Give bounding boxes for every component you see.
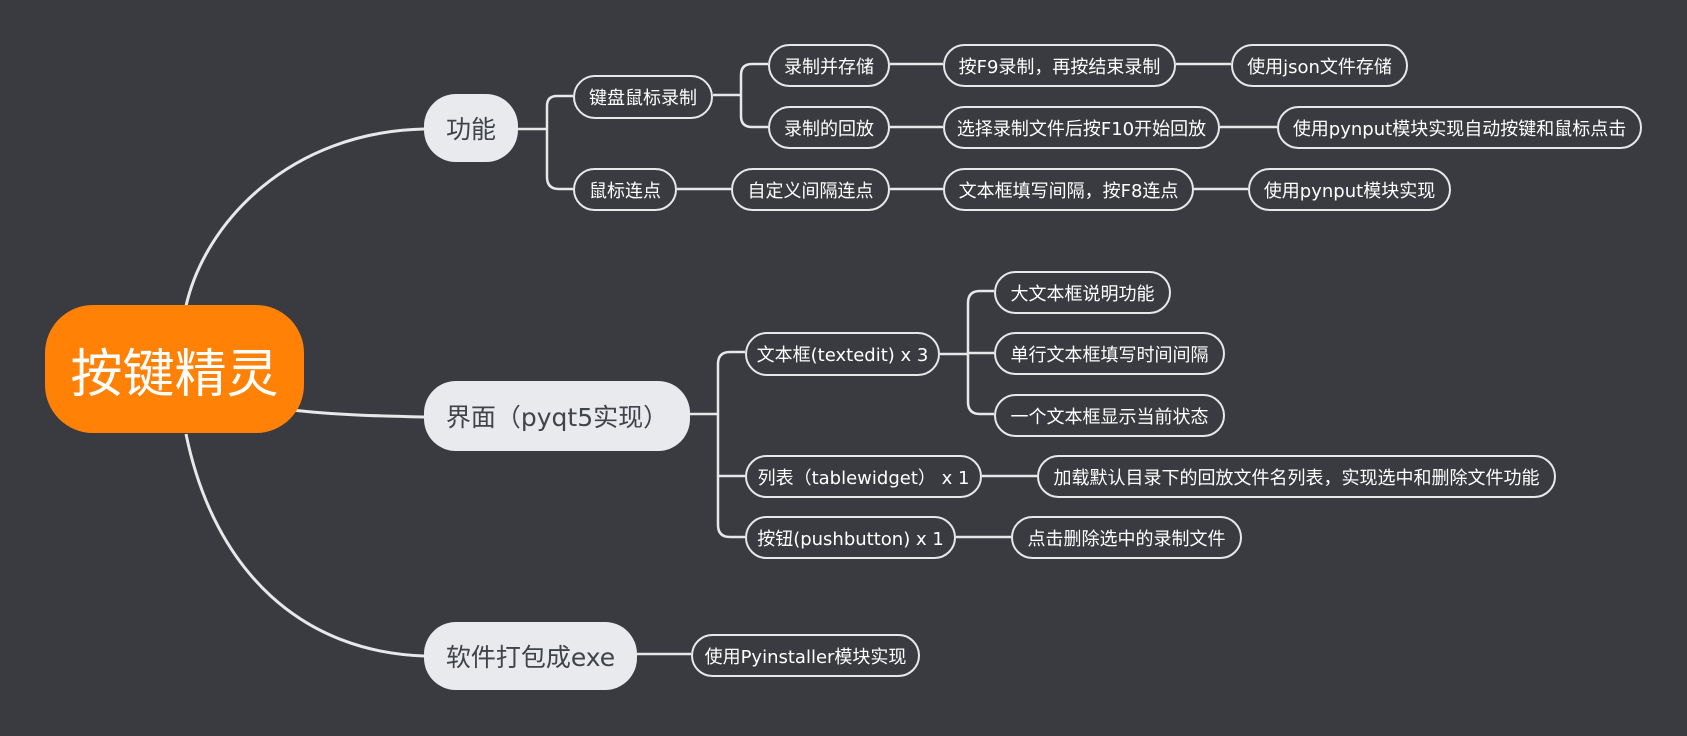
node-tablewidget[interactable]: 列表（tablewidget） x 1 [745, 455, 982, 498]
node-record-save-note[interactable]: 使用json文件存储 [1231, 44, 1408, 87]
topic-features[interactable]: 功能 [424, 94, 518, 162]
node-tablewidget-detail[interactable]: 加载默认目录下的回放文件名列表，实现选中和删除文件功能 [1037, 455, 1556, 498]
root-node[interactable]: 按键精灵 [45, 305, 304, 433]
node-textedit[interactable]: 文本框(textedit) x 3 [745, 332, 940, 376]
node-record-and-save[interactable]: 录制并存储 [768, 44, 890, 87]
link-record-children [713, 62, 768, 129]
link-root-ui [291, 408, 425, 419]
link-features-children [518, 94, 573, 191]
node-pushbutton[interactable]: 按钮(pushbutton) x 1 [745, 516, 956, 559]
node-mouse-autoclick[interactable]: 鼠标连点 [573, 168, 677, 211]
node-playback[interactable]: 录制的回放 [768, 106, 890, 149]
node-interval-detail[interactable]: 文本框填写间隔，按F8连点 [943, 168, 1194, 211]
node-playback-detail[interactable]: 选择录制文件后按F10开始回放 [943, 106, 1220, 149]
node-playback-note[interactable]: 使用pynput模块实现自动按键和鼠标点击 [1277, 106, 1642, 149]
topic-packaging[interactable]: 软件打包成exe [424, 622, 637, 690]
node-keyboard-mouse-record[interactable]: 键盘鼠标录制 [573, 75, 713, 119]
node-packaging-detail[interactable]: 使用Pyinstaller模块实现 [691, 634, 920, 677]
topic-ui[interactable]: 界面（pyqt5实现） [424, 381, 690, 451]
link-root-packaging [184, 433, 425, 658]
node-textedit-item[interactable]: 单行文本框填写时间间隔 [994, 332, 1225, 375]
link-root-features [184, 127, 425, 307]
node-record-save-detail[interactable]: 按F9录制，再按结束录制 [943, 44, 1176, 87]
node-custom-interval[interactable]: 自定义间隔连点 [731, 168, 890, 211]
link-textedit-children [940, 289, 994, 416]
node-textedit-item[interactable]: 大文本框说明功能 [994, 271, 1171, 314]
node-textedit-item[interactable]: 一个文本框显示当前状态 [994, 394, 1225, 437]
node-pushbutton-detail[interactable]: 点击删除选中的录制文件 [1011, 516, 1242, 559]
node-interval-note[interactable]: 使用pynput模块实现 [1248, 168, 1451, 211]
link-ui-children [690, 350, 745, 539]
